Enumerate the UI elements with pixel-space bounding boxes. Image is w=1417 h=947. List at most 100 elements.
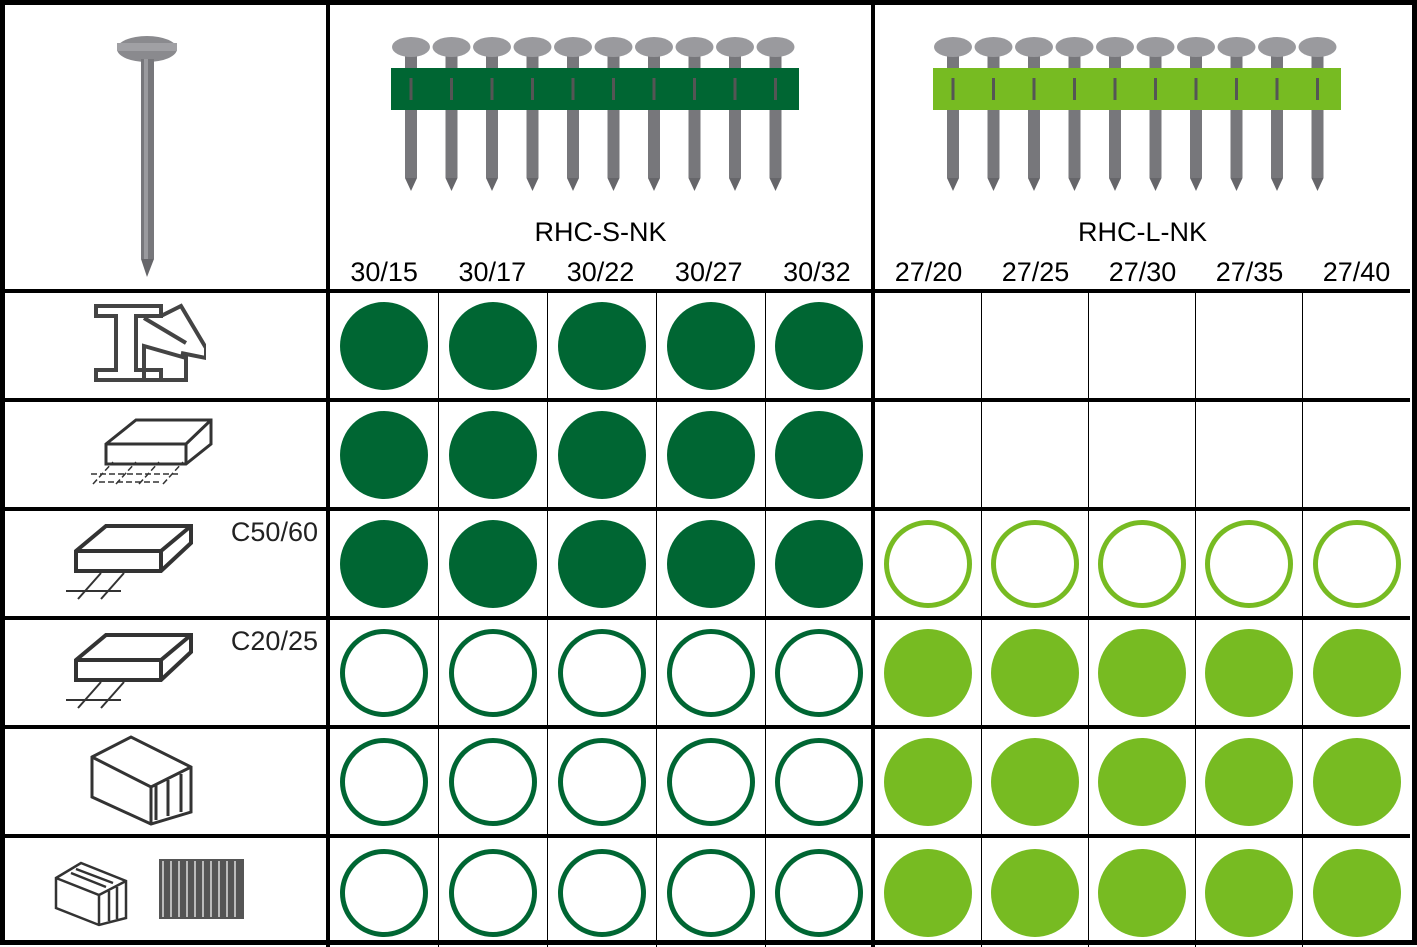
filled-circle-icon	[558, 519, 646, 608]
compat-cell	[1303, 511, 1410, 620]
compat-cell	[1196, 511, 1303, 620]
size-label: 30/17	[458, 257, 527, 287]
concrete-grade-label: C20/25	[230, 626, 318, 656]
compat-cell	[657, 402, 766, 511]
material-cell	[5, 729, 330, 838]
filled-circle-icon	[449, 410, 537, 499]
compat-cell	[1089, 511, 1196, 620]
ring-circle-icon	[340, 737, 428, 826]
material-cell	[5, 402, 330, 511]
filled-circle-icon	[1312, 737, 1401, 826]
size-label: 30/15	[350, 257, 418, 287]
compat-cell	[330, 620, 439, 729]
filled-circle-icon	[1312, 628, 1401, 717]
ring-circle-icon	[991, 519, 1079, 608]
ring-circle-icon	[1098, 519, 1186, 608]
filled-circle-icon	[991, 628, 1079, 717]
filled-circle-icon	[1205, 848, 1293, 937]
compat-cell	[875, 838, 982, 947]
filled-circle-icon	[1098, 848, 1186, 937]
group-header-rhc-l-nk: RHC-L-NK 27/20 27/25 27/30 27/35 27/40	[875, 5, 1410, 293]
compat-cell	[982, 729, 1089, 838]
filled-circle-icon	[774, 301, 863, 390]
compat-cell	[439, 838, 548, 947]
concrete-slab-icon	[65, 521, 226, 606]
filled-circle-icon	[774, 410, 863, 499]
filled-circle-icon	[884, 628, 972, 717]
material-cell	[5, 838, 330, 947]
compat-cell	[657, 620, 766, 729]
compat-cell	[766, 729, 875, 838]
ring-circle-icon	[449, 848, 537, 937]
compat-cell	[982, 838, 1089, 947]
compat-cell	[1089, 729, 1196, 838]
compat-cell	[657, 511, 766, 620]
filled-circle-icon	[991, 737, 1079, 826]
compat-cell	[766, 293, 875, 402]
compat-cell	[1089, 402, 1196, 511]
compat-cell	[548, 511, 657, 620]
ring-circle-icon	[667, 848, 755, 937]
compat-cell	[1303, 293, 1410, 402]
filled-circle-icon	[449, 519, 537, 608]
ring-circle-icon	[774, 848, 863, 937]
compat-cell	[548, 729, 657, 838]
filled-circle-icon	[774, 519, 863, 608]
ring-circle-icon	[558, 628, 646, 717]
compat-cell	[1196, 838, 1303, 947]
compat-cell	[330, 511, 439, 620]
filled-circle-icon	[667, 519, 755, 608]
material-cell: C50/60	[5, 511, 330, 620]
ring-circle-icon	[1205, 519, 1293, 608]
compat-cell	[766, 511, 875, 620]
single-nail-icon	[117, 36, 177, 277]
ring-circle-icon	[774, 628, 863, 717]
material-cell: C20/25	[5, 620, 330, 729]
compat-cell	[548, 620, 657, 729]
group-name: RHC-S-NK	[534, 217, 667, 247]
solid-brick-icon	[86, 732, 206, 832]
compat-cell	[1196, 293, 1303, 402]
compat-cell	[1196, 729, 1303, 838]
filled-circle-icon	[884, 848, 972, 937]
ring-circle-icon	[558, 737, 646, 826]
compat-cell	[1303, 838, 1410, 947]
ring-circle-icon	[667, 737, 755, 826]
filled-circle-icon	[340, 410, 428, 499]
filled-circle-icon	[558, 301, 646, 390]
ring-circle-icon	[558, 848, 646, 937]
ring-circle-icon	[1312, 519, 1401, 608]
compat-cell	[1089, 838, 1196, 947]
ring-circle-icon	[774, 737, 863, 826]
compat-cell	[657, 729, 766, 838]
compat-cell	[982, 511, 1089, 620]
compat-cell	[330, 838, 439, 947]
compat-cell	[1089, 293, 1196, 402]
compat-cell	[1196, 620, 1303, 729]
compat-cell	[875, 620, 982, 729]
compat-cell	[1196, 402, 1303, 511]
concrete-grade-label: C50/60	[230, 517, 318, 547]
compat-cell	[875, 402, 982, 511]
filled-circle-icon	[340, 519, 428, 608]
filled-circle-icon	[667, 301, 755, 390]
filled-circle-icon	[991, 848, 1079, 937]
ring-circle-icon	[449, 628, 537, 717]
compat-cell	[1303, 620, 1410, 729]
nail-header-cell	[5, 5, 330, 293]
compat-cell	[548, 838, 657, 947]
compat-cell	[1303, 402, 1410, 511]
compat-cell	[1089, 620, 1196, 729]
ring-circle-icon	[884, 519, 972, 608]
compat-cell	[875, 729, 982, 838]
filled-circle-icon	[558, 410, 646, 499]
filled-circle-icon	[667, 410, 755, 499]
filled-circle-icon	[1205, 628, 1293, 717]
group-name: RHC-L-NK	[1077, 217, 1207, 247]
compat-cell	[439, 729, 548, 838]
compat-cell	[330, 729, 439, 838]
size-label: 27/35	[1215, 257, 1284, 287]
steel-plate-icon	[71, 412, 221, 497]
compat-cell	[657, 838, 766, 947]
